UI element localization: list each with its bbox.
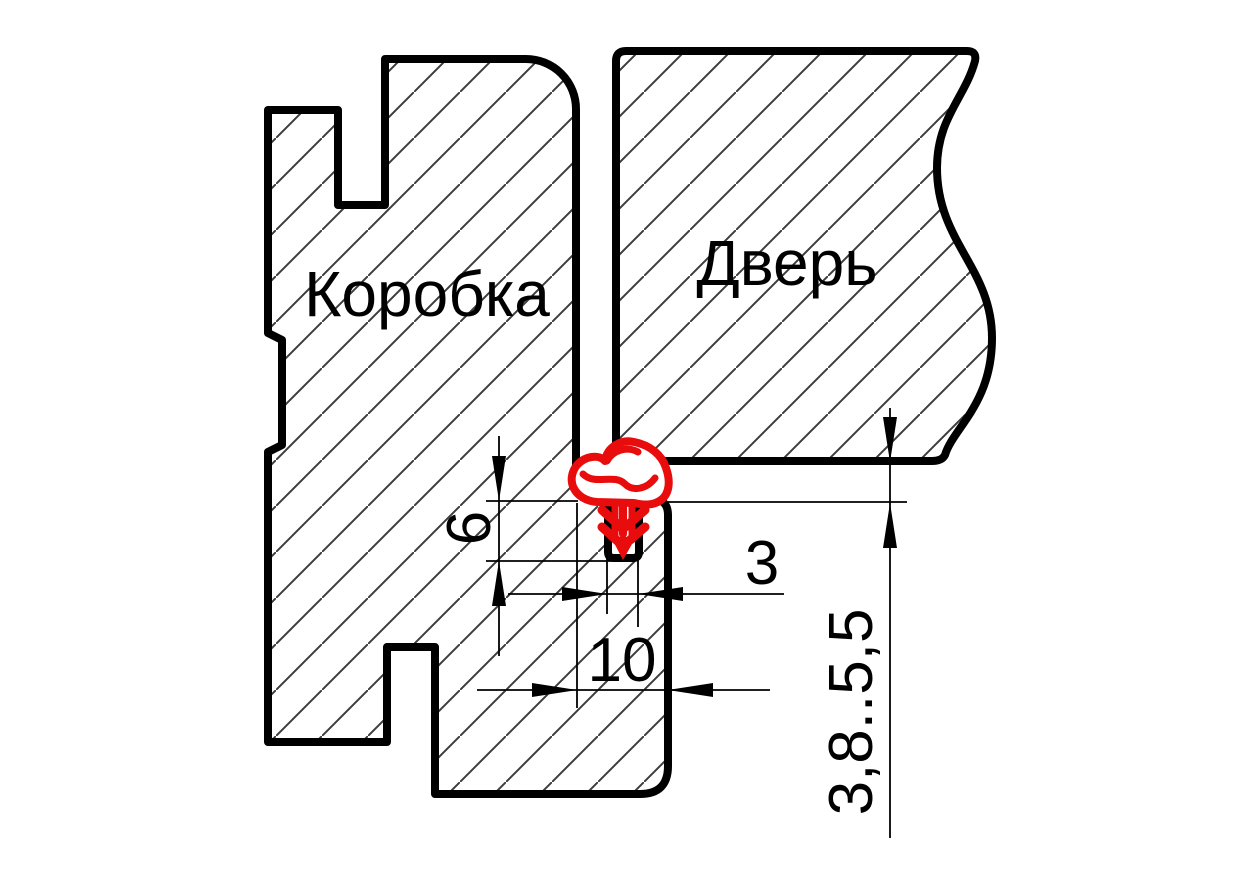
dimension-gap-range: 3,8..5,5 — [665, 408, 907, 838]
arrowhead-down — [883, 417, 897, 462]
dimension-rebate-width: 10 — [477, 503, 770, 708]
dimension-groove-depth: 6 — [435, 436, 614, 656]
dimension-text-rebate-width: 10 — [588, 626, 657, 695]
door-label: Дверь — [696, 227, 877, 299]
seal-profile — [567, 437, 673, 560]
arrowhead-left — [668, 683, 713, 697]
seal-stem-tip — [611, 537, 636, 560]
arrowhead-down — [492, 456, 506, 501]
dimension-text-groove-depth: 6 — [435, 511, 504, 545]
dimension-text-gap-range: 3,8..5,5 — [817, 609, 886, 816]
frame-label: Коробка — [304, 258, 550, 330]
seal-inner-wave — [579, 470, 659, 493]
frame-section-profile — [264, 55, 672, 798]
dimension-text-groove-width: 3 — [745, 529, 779, 598]
dimension-groove-width: 3 — [508, 529, 784, 627]
seal-inner-hook — [603, 445, 642, 465]
arrowhead-up — [883, 503, 897, 548]
arrowhead-right — [532, 683, 577, 697]
arrowhead-left — [638, 587, 683, 601]
arrowhead-right — [562, 587, 607, 601]
arrowhead-up — [492, 561, 506, 606]
